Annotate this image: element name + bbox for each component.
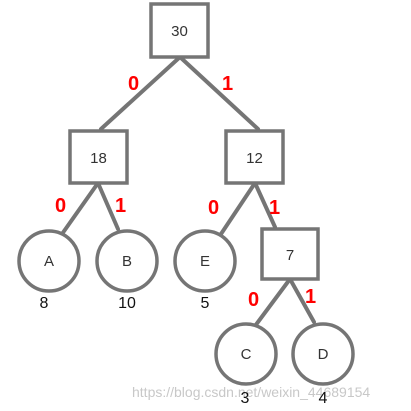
edge-label-12-7: 1 (269, 197, 280, 219)
edge-30-12 (178, 55, 260, 131)
edge-label-12-E: 0 (208, 197, 219, 219)
internal-node-18: 18 (68, 129, 129, 185)
leaf-node-B-label: B (122, 253, 132, 270)
leaf-node-D: D (291, 322, 355, 386)
internal-node-12: 12 (224, 129, 285, 185)
edge-label-7-C: 0 (248, 289, 259, 311)
leaf-node-C-label: C (241, 346, 252, 363)
edge-18-B (96, 181, 120, 231)
leaf-node-D-label: D (318, 346, 329, 363)
edge-7-C (253, 277, 292, 328)
watermark: https://blog.csdn.net/weixin_44689154 (132, 384, 370, 400)
weight-D: 4 (319, 390, 328, 407)
leaf-node-E-label: E (200, 253, 210, 270)
edge-12-7 (253, 181, 277, 229)
edge-18-A (60, 181, 100, 236)
leaf-node-A-label: A (44, 253, 54, 270)
edge-labels: 0 1 0 1 0 1 0 1 (55, 73, 316, 311)
weight-A: 8 (40, 295, 49, 312)
leaf-weights: 8 10 5 3 4 (40, 295, 328, 407)
edges (60, 55, 316, 328)
internal-node-30: 30 (149, 2, 210, 59)
leaf-node-C: C (214, 322, 278, 386)
edge-30-18 (99, 55, 182, 131)
edge-12-E (219, 181, 257, 236)
edge-label-root-right: 1 (222, 73, 233, 95)
leaf-node-E: E (173, 229, 237, 293)
edge-label-18-A: 0 (55, 195, 66, 217)
internal-node-18-label: 18 (90, 150, 107, 167)
edge-label-18-B: 1 (115, 195, 126, 217)
internal-node-7: 7 (260, 227, 320, 281)
edge-7-D (288, 277, 316, 324)
leaf-node-A: A (17, 229, 81, 293)
weight-C: 3 (241, 390, 250, 407)
weight-E: 5 (201, 295, 210, 312)
edge-label-7-D: 1 (305, 286, 316, 308)
weight-B: 10 (118, 295, 136, 312)
internal-node-7-label: 7 (286, 247, 294, 264)
leaf-node-B: B (95, 229, 159, 293)
internal-node-12-label: 12 (246, 150, 263, 167)
edge-label-root-left: 0 (128, 73, 139, 95)
internal-node-30-label: 30 (171, 23, 188, 40)
